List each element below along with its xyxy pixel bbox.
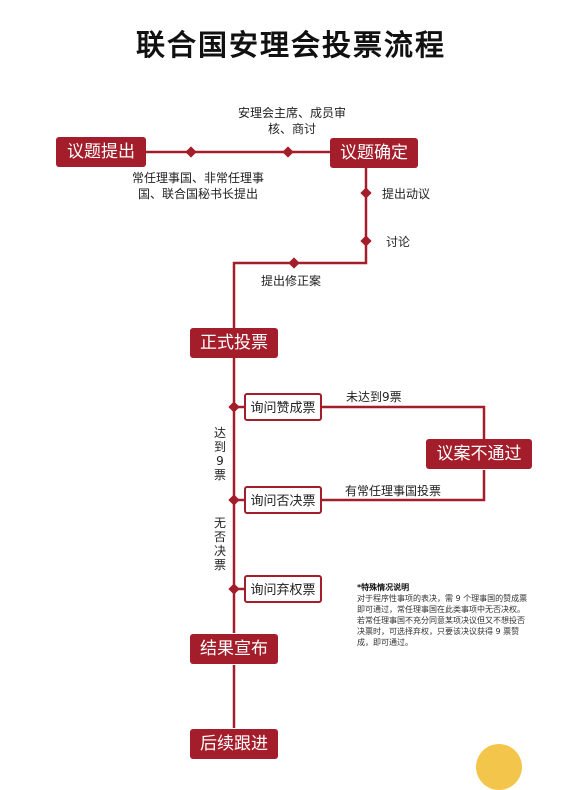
connector-yes-rejected [322,405,486,440]
label-no-veto: 无否决票 [213,516,226,572]
connector-no-rejected [322,470,486,502]
node-ask-yes: 询问赞成票 [244,393,322,421]
label-motion: 提出动议 [382,187,431,201]
diamond-marker [185,146,197,158]
node-rejected: 议案不通过 [426,439,532,469]
diamond-marker [228,583,240,595]
diamond-marker [228,494,240,506]
note-paragraph-2: 若常任理事国不充分同意某项决议但又不想投否决票时，可选择弃权，只要该决议获得 9… [357,616,525,647]
label-review: 安理会主席、成员审核、商讨 [237,106,346,136]
diamond-marker [360,187,372,199]
note-paragraph-1: 对于程序性事项的表决，需 9 个理事国的赞成票即可通过，常任理事国在此类事项中无… [357,594,528,614]
label-reach-nine: 达到9票 [213,426,226,482]
diamond-marker [288,257,300,269]
node-followup: 后续跟进 [190,729,278,759]
label-amend: 提出修正案 [261,274,322,288]
label-veto: 有常任理事国投票 [345,484,442,498]
flow-connectors [146,146,486,728]
diamond-marker [282,146,294,158]
page-title: 联合国安理会投票流程 [135,28,446,62]
node-formal-vote: 正式投票 [190,328,278,358]
diamond-marker [360,235,372,247]
label-discuss: 讨论 [386,235,411,249]
connector-confirm-amend [232,168,368,330]
logo-badge-icon [476,744,522,790]
diamond-marker [228,401,240,413]
label-not-nine: 未达到9票 [346,390,402,404]
node-topic-raise: 议题提出 [56,137,146,167]
node-ask-no: 询问否决票 [244,486,322,514]
note-title: *特殊情况说明 [357,583,410,592]
node-ask-abstain: 询问弃权票 [244,575,322,603]
node-topic-confirm: 议题确定 [330,138,418,168]
node-result: 结果宣布 [190,634,278,664]
special-note: *特殊情况说明 对于程序性事项的表决，需 9 个理事国的赞成票即可通过，常任理事… [357,582,532,648]
label-proposers: 常任理事国、非常任理事国、联合国秘书长提出 [131,171,264,201]
